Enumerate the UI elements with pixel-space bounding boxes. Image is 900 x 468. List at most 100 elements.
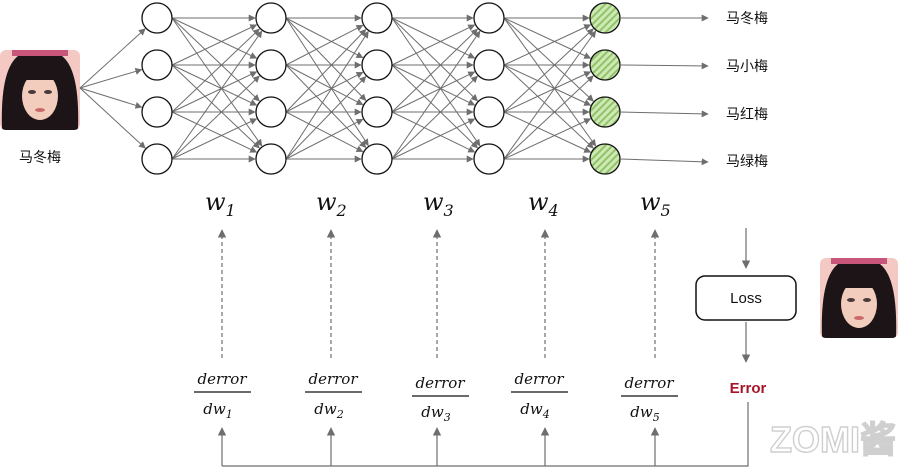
network-edge	[285, 111, 364, 153]
hidden-neuron	[255, 96, 287, 128]
network-edge	[391, 64, 476, 106]
output-neuron	[589, 2, 621, 34]
output-arrow	[619, 62, 709, 70]
network-edge	[503, 17, 597, 147]
network-edge	[503, 64, 594, 149]
network-edge	[171, 17, 263, 147]
network-edge	[503, 17, 592, 59]
hidden-neuron	[141, 2, 173, 34]
network-edge	[285, 64, 364, 106]
network-edge	[285, 118, 364, 160]
fraction-denominator: dw5	[630, 403, 659, 424]
fraction-denominator: dw4	[520, 400, 549, 421]
network-edge	[285, 71, 364, 113]
network-edge	[391, 118, 476, 160]
output-label: 马冬梅	[726, 10, 768, 26]
output-arrows	[619, 14, 709, 166]
input-label: 马冬梅	[19, 149, 61, 165]
error-feedback-bus	[217, 402, 749, 467]
hidden-neuron	[473, 49, 505, 81]
network-edge	[503, 75, 594, 160]
network-edge	[503, 71, 592, 113]
network-edge	[171, 17, 258, 59]
network-edge	[503, 30, 597, 160]
output-label: 马绿梅	[726, 153, 768, 169]
fraction-numerator: derror	[514, 370, 564, 388]
hidden-neuron	[361, 96, 393, 128]
network-edge	[285, 17, 367, 102]
gradient-fractions: derror dw1 derror dw2 derror dw3 derror …	[194, 370, 678, 424]
output-neuron	[589, 49, 621, 81]
output-label: 马红梅	[726, 106, 768, 122]
gradient-fraction: derror dw4	[511, 370, 568, 421]
weight-label: w1	[205, 188, 236, 220]
weight-label: w4	[528, 188, 559, 220]
network-edge	[391, 17, 479, 102]
network-edge	[503, 24, 592, 66]
input-photo	[0, 50, 80, 130]
network-edge	[285, 30, 369, 160]
network-edge	[391, 75, 479, 160]
output-neuron	[589, 96, 621, 128]
hidden-neuron	[141, 143, 173, 175]
fraction-numerator: derror	[197, 370, 247, 388]
network-edge	[391, 64, 479, 149]
network-edge	[171, 75, 260, 160]
fraction-numerator: derror	[308, 370, 358, 388]
loss-label: Loss	[730, 290, 762, 307]
output-neuron	[589, 143, 621, 175]
network-edge	[503, 17, 594, 102]
input-edge	[79, 28, 146, 89]
hidden-neuron	[473, 143, 505, 175]
network-edge	[503, 111, 592, 153]
target-photo	[820, 258, 898, 338]
gradient-update-arrows	[217, 229, 660, 358]
network-edge	[391, 30, 481, 160]
error-label: Error	[730, 380, 767, 397]
network-edge	[285, 24, 364, 66]
hidden-neuron	[361, 2, 393, 34]
weight-labels: w1 w2 w3 w4 w5	[205, 188, 671, 220]
weight-label: w3	[423, 188, 454, 220]
network-edge	[391, 111, 476, 153]
network-edge	[171, 118, 258, 160]
weight-label: w5	[640, 188, 671, 220]
network-edge	[391, 17, 481, 147]
input-edge	[79, 87, 143, 109]
gradient-fraction: derror dw1	[194, 370, 251, 421]
hidden-neuron	[473, 2, 505, 34]
fraction-denominator: dw3	[421, 403, 450, 424]
network-edge	[285, 28, 367, 113]
output-label: 马小梅	[726, 58, 768, 74]
fraction-denominator: dw1	[203, 400, 232, 421]
network-edge	[391, 17, 476, 59]
hidden-neuron	[255, 2, 287, 34]
network-edge	[391, 71, 476, 113]
network-edge	[171, 64, 260, 149]
network-edge	[171, 30, 263, 160]
hidden-neuron	[361, 143, 393, 175]
network-edge	[171, 64, 258, 106]
weight-label: w2	[316, 188, 347, 220]
network-edge	[285, 75, 367, 160]
hidden-neuron	[255, 143, 287, 175]
fraction-numerator: derror	[624, 374, 674, 392]
hidden-neuron	[141, 96, 173, 128]
network-edge	[503, 118, 592, 160]
gradient-fraction: derror dw2	[305, 370, 362, 421]
network-edge	[503, 64, 592, 106]
input-edge	[79, 68, 143, 89]
network-edge	[285, 17, 369, 147]
network-edge	[171, 111, 258, 153]
network-edge	[285, 17, 364, 59]
network-edge	[171, 17, 260, 102]
network-edge	[391, 28, 479, 113]
watermark: ZOMI酱	[770, 419, 896, 460]
fraction-numerator: derror	[415, 374, 465, 392]
hidden-neuron	[141, 49, 173, 81]
hidden-neuron	[255, 49, 287, 81]
gradient-fraction: derror dw3	[412, 374, 469, 424]
network-edges	[79, 14, 597, 163]
